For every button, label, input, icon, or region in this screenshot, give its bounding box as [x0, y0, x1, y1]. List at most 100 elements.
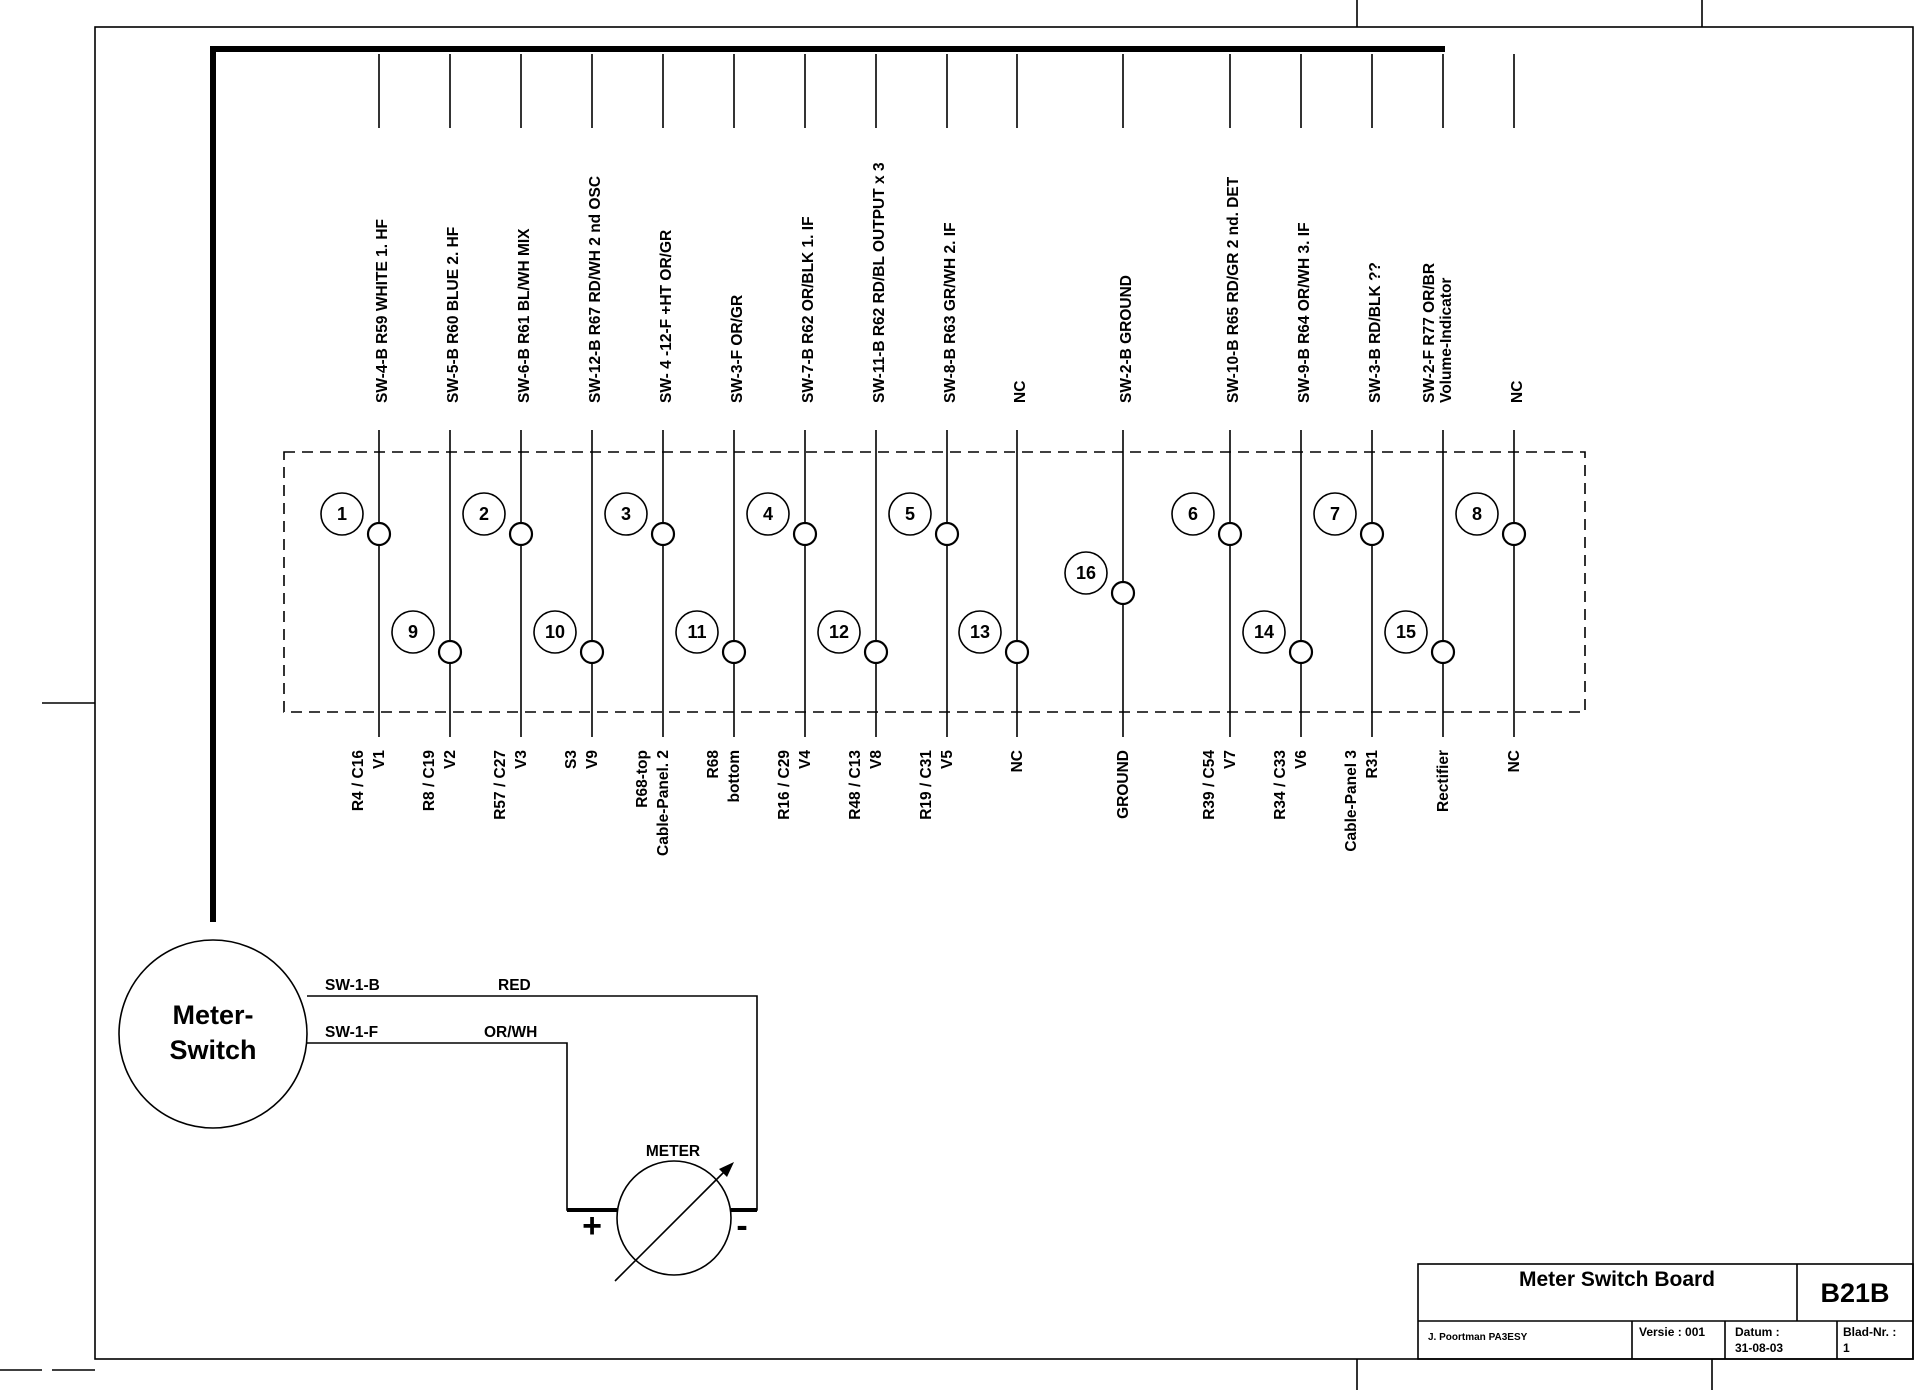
pin-number-balloon — [1064, 551, 1108, 595]
pin-bottom-label: V3 — [513, 750, 530, 769]
drawing-version: Versie : 001 — [1639, 1325, 1705, 1339]
pin-bottom-label: V5 — [939, 750, 956, 769]
pin-top-label: Volume-Indicator — [1438, 278, 1455, 403]
pin-terminal — [1004, 639, 1030, 665]
drawing-date: 31-08-03 — [1735, 1341, 1783, 1355]
pin-number: 2 — [479, 504, 489, 524]
pin-number: 3 — [621, 504, 631, 524]
pin-bottom-label: S3 — [563, 750, 580, 769]
pin-number-balloon — [462, 492, 506, 536]
cable-harness-bus — [210, 46, 1445, 922]
meter-switch-label-1: Meter- — [172, 1000, 253, 1030]
drawing-code: B21B — [1820, 1278, 1889, 1308]
pin-bottom-label: R48 / C13 — [847, 750, 864, 820]
drawing-sheet: 1 — [1843, 1341, 1850, 1355]
pin-top-label: SW- 4 -12-F +HT OR/GR — [658, 230, 675, 403]
switch-board-outline — [283, 451, 1586, 713]
pin-terminal — [650, 521, 676, 547]
drawing-frame — [94, 26, 1914, 1360]
pin-number: 7 — [1330, 504, 1340, 524]
pin-number: 6 — [1188, 504, 1198, 524]
pin-number-balloon — [675, 610, 719, 654]
pin-bottom-label: Cable-Panel. 2 — [655, 750, 672, 856]
pin-number-balloon — [320, 492, 364, 536]
pin-number-balloon — [817, 610, 861, 654]
pin-number-balloon — [1171, 492, 1215, 536]
pin-top-label: SW-4-B R59 WHITE 1. HF — [374, 219, 391, 403]
wire-sw1b-color: RED — [498, 977, 531, 994]
pin-number: 10 — [545, 622, 565, 642]
pin-bottom-label: Cable-Panel 3 — [1343, 750, 1360, 852]
pin-terminal — [721, 639, 747, 665]
pin-top-label: SW-2-F R77 OR/BR — [1421, 263, 1438, 403]
pin-bottom-label: R16 / C29 — [776, 750, 793, 820]
drawing-title: Meter Switch Board — [1519, 1268, 1715, 1291]
pin-number-balloon — [604, 492, 648, 536]
meter-minus: - — [736, 1207, 747, 1245]
pin-bottom-label: R8 / C19 — [421, 750, 438, 812]
pin-number: 15 — [1396, 622, 1416, 642]
pin-number-balloon — [958, 610, 1002, 654]
pin-top-label: NC — [1509, 381, 1526, 403]
wire-sw1b-label: SW-1-B — [325, 977, 380, 994]
pin-number: 14 — [1254, 622, 1274, 642]
pin-top-label: SW-9-B R64 OR/WH 3. IF — [1296, 222, 1313, 403]
pin-number: 4 — [763, 504, 773, 524]
pin-bottom-label: V7 — [1222, 750, 1239, 769]
pin-number-balloon — [888, 492, 932, 536]
pin-bottom-label: V4 — [797, 750, 814, 769]
pin-terminal — [1430, 639, 1456, 665]
meter-switch-label-2: Switch — [169, 1035, 256, 1065]
pin-bottom-label: GROUND — [1115, 750, 1132, 819]
pin-terminal — [863, 639, 889, 665]
wire-sw1f — [307, 1042, 617, 1211]
pin-bottom-label: R34 / C33 — [1272, 750, 1289, 820]
pin-number: 5 — [905, 504, 915, 524]
pin-number-balloon — [1242, 610, 1286, 654]
wire-sw1f-label: SW-1-F — [325, 1024, 378, 1041]
pin-top-label: SW-11-B R62 RD/BL OUTPUT x 3 — [871, 162, 888, 403]
pin-number-balloon — [746, 492, 790, 536]
pin-bottom-label: R4 / C16 — [350, 750, 367, 812]
pin-terminal — [1288, 639, 1314, 665]
pin-number: 8 — [1472, 504, 1482, 524]
pin-number: 13 — [970, 622, 990, 642]
meter-label: METER — [646, 1143, 700, 1160]
pin-bottom-label: R31 — [1364, 750, 1381, 779]
pin-terminal — [508, 521, 534, 547]
pin-terminal — [934, 521, 960, 547]
pin-top-label: SW-3-F OR/GR — [729, 295, 746, 403]
wire-sw1f-color: OR/WH — [484, 1024, 537, 1041]
title-block — [1417, 1263, 1914, 1360]
meter-needle-arrow-icon — [719, 1162, 734, 1177]
meter-symbol — [616, 1160, 732, 1276]
pin-number-balloon — [533, 610, 577, 654]
pin-top-label: NC — [1012, 381, 1029, 403]
meter-switch-circle — [118, 939, 308, 1129]
drawing-author: J. Poortman PA3ESY — [1428, 1332, 1528, 1343]
pin-terminal — [437, 639, 463, 665]
pin-top-label: SW-10-B R65 RD/GR 2 nd. DET — [1225, 176, 1242, 403]
pin-top-label: SW-12-B R67 RD/WH 2 nd OSC — [587, 176, 604, 403]
pin-bottom-label: NC — [1009, 750, 1026, 772]
pin-top-label: SW-2-B GROUND — [1118, 275, 1135, 403]
pin-bottom-label: NC — [1506, 750, 1523, 772]
pin-bottom-label: V9 — [584, 750, 601, 769]
meter-plus: + — [582, 1207, 602, 1245]
pin-bottom-label: V2 — [442, 750, 459, 769]
pin-number: 11 — [687, 622, 706, 642]
pin-bottom-label: V6 — [1293, 750, 1310, 769]
pin-bottom-label: V8 — [868, 750, 885, 769]
pin-bottom-label: R39 / C54 — [1201, 750, 1218, 820]
